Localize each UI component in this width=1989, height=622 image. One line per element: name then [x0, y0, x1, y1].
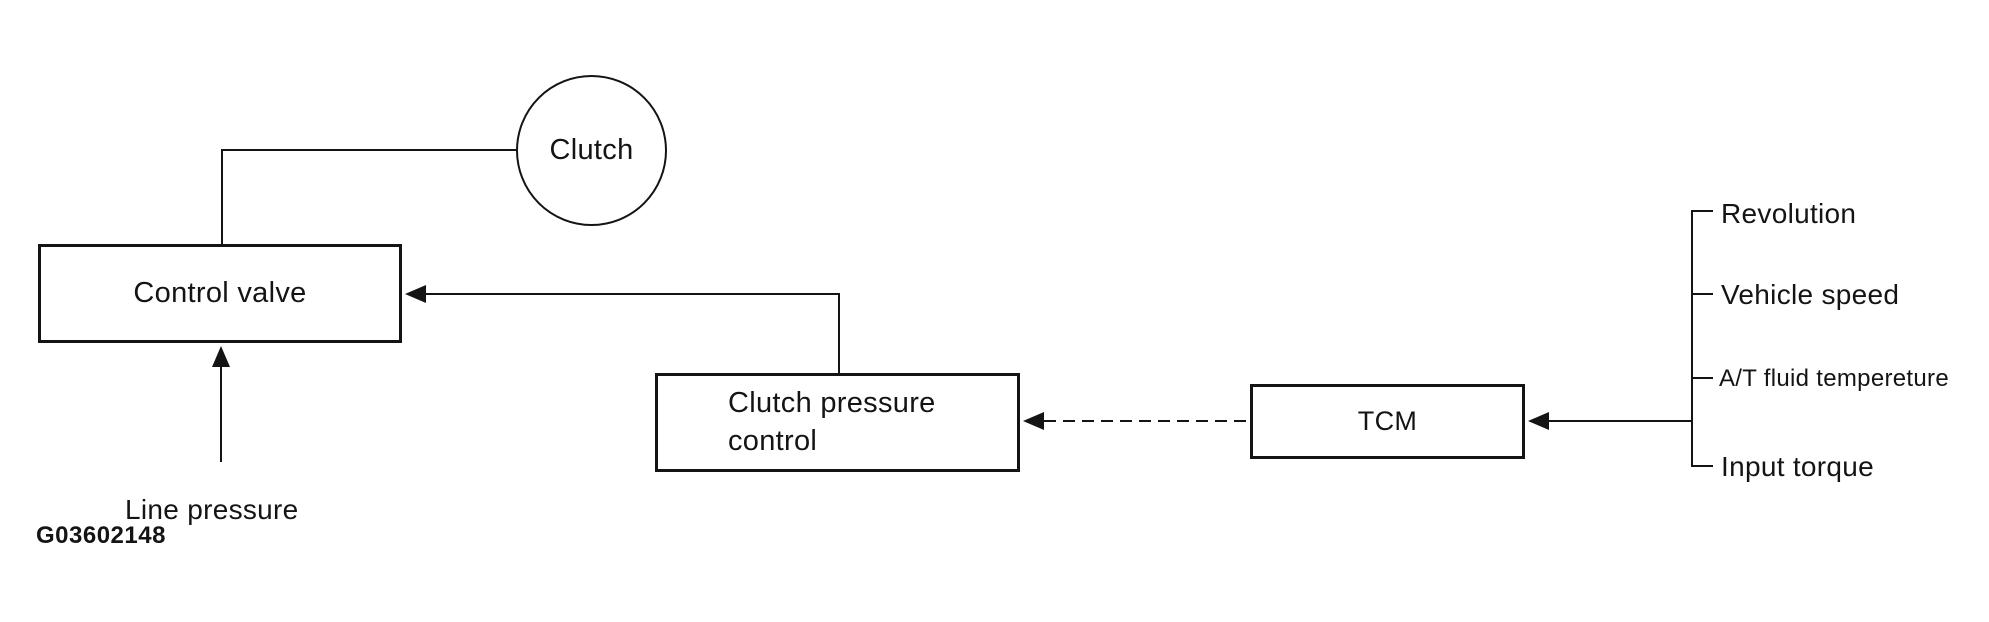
tcm-input-label-vehicle-speed: Vehicle speed [1721, 279, 1900, 310]
control-valve-node: Control valve [38, 244, 402, 343]
tcm-label: TCM [1357, 406, 1418, 436]
input-tick-vehicle-speed [1691, 293, 1713, 295]
arrowhead-into-tcm [1528, 412, 1549, 430]
input-tick-input-torque [1691, 465, 1713, 467]
tcm-input-label-input-torque: Input torque [1721, 451, 1875, 482]
line-pressure-label: Line pressure [125, 494, 299, 525]
tcm-node: TCM [1250, 384, 1525, 459]
clutch-to-valve-line-horizontal [221, 149, 518, 151]
inputs-bracket-line [1691, 210, 1693, 467]
pressure-control-to-valve-line-horizontal [423, 293, 840, 295]
tcm-input-label-fluid-temperature: A/T fluid tempereture [1719, 365, 1949, 392]
tcm-to-pressure-control-dashed-line [1044, 420, 1250, 422]
clutch-to-valve-line-vertical [221, 149, 223, 246]
input-tick-fluid-temperature [1691, 377, 1713, 379]
control-valve-label: Control valve [133, 277, 307, 309]
clutch-pressure-control-node: Clutch pressure control [655, 373, 1020, 472]
tcm-input-label-revolution: Revolution [1721, 198, 1857, 229]
figure-id-label: G03602148 [36, 522, 166, 549]
line-pressure-arrow-line [220, 364, 222, 462]
arrowhead-line-pressure [212, 346, 230, 367]
input-tick-revolution [1691, 210, 1713, 212]
pressure-control-to-valve-line-vertical [838, 293, 840, 375]
clutch-pressure-control-label: Clutch pressure control [728, 387, 936, 457]
arrowhead-into-pressure-control [1023, 412, 1044, 430]
arrowhead-into-control-valve [405, 285, 426, 303]
clutch-label: Clutch [549, 134, 634, 166]
inputs-to-tcm-line [1546, 420, 1693, 422]
clutch-node: Clutch [516, 75, 667, 226]
